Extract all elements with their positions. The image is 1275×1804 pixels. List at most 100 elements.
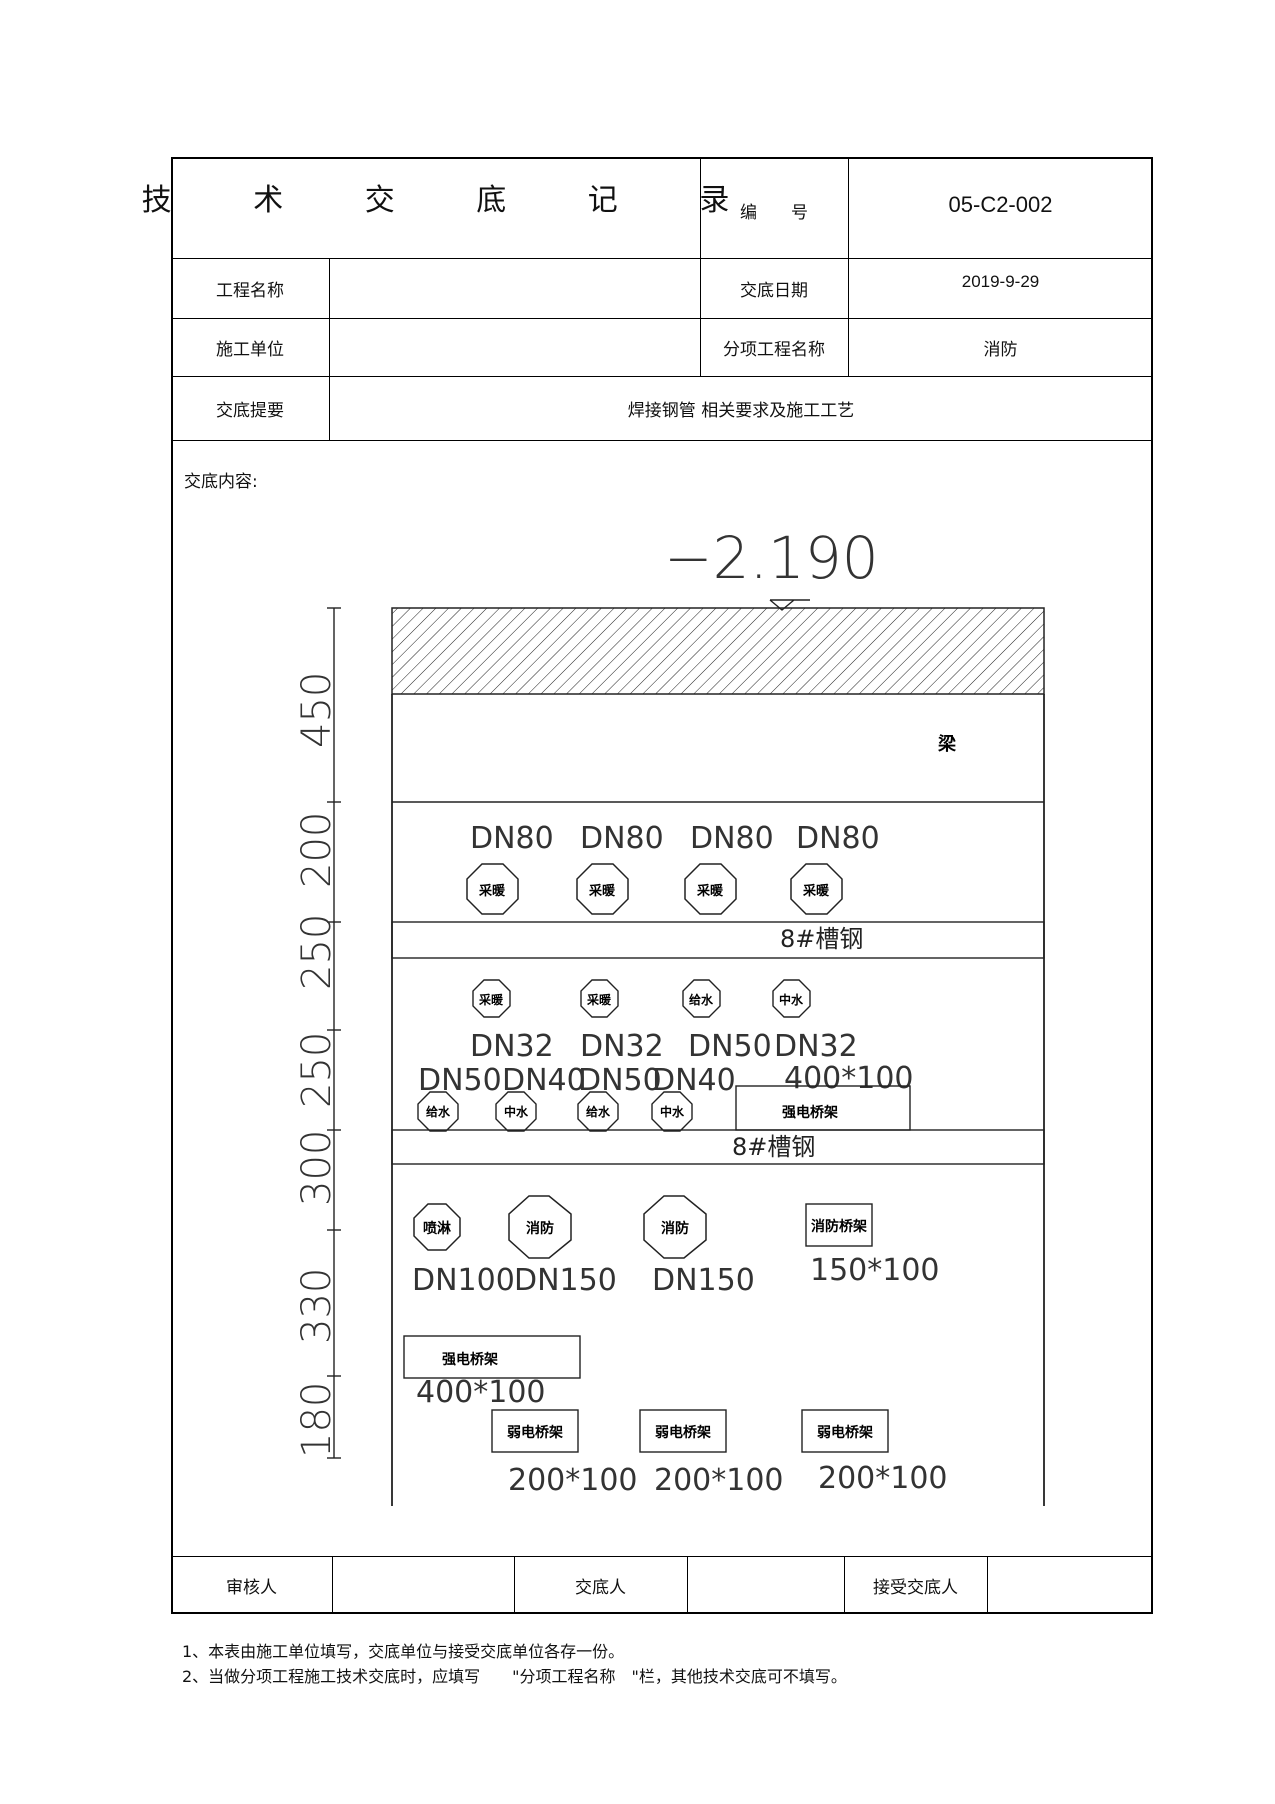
tray-label: 弱电桥架 [655,1424,711,1441]
cable-tray [403,1335,581,1379]
tray-size: 200*100 [508,1463,638,1498]
tray-label: 弱电桥架 [507,1424,563,1441]
tray-size: 400*100 [416,1375,546,1410]
channel-steel-upper [391,921,1045,959]
pipe-label: 消防 [526,1220,554,1237]
pipe-octagon [417,1091,459,1132]
pipe-size: DN80 [580,821,664,856]
row-divider [171,1556,1153,1557]
pipe-label: 消防 [661,1220,689,1237]
col-divider [514,1556,515,1614]
pipe-size: DN32 [580,1029,664,1064]
pipe-label: 给水 [586,1104,611,1119]
content-label: 交底内容: [184,471,258,492]
number-label: 编 号 [740,202,808,223]
dimension-label: 450 [294,672,340,748]
pipe-octagon [576,863,629,915]
pipe-octagon [580,979,619,1018]
dimension-label: 250 [294,1032,340,1108]
pipe-size: DN40 [652,1063,736,1098]
form-title: 技 术 交 底 记 录 [141,183,766,218]
tray-label: 弱电桥架 [817,1424,873,1441]
pipe-size: DN50 [688,1029,772,1064]
floor-slab [391,607,1045,695]
pipe-size: DN150 [514,1263,617,1298]
pipe-label: 采暖 [478,992,504,1007]
pipe-size: DN100 [412,1263,515,1298]
row-divider [171,376,1153,377]
pipe-octagon [684,863,737,915]
subitem-value: 消防 [983,339,1018,360]
pipe-size: DN50 [418,1063,502,1098]
contractor-label: 施工单位 [216,339,284,360]
pipe-size: DN80 [470,821,554,856]
pipe-octagon [466,863,519,915]
presenter-label: 交底人 [575,1577,626,1598]
pipe-octagon [413,1203,461,1251]
number-value: 05-C2-002 [948,192,1053,217]
channel-steel-label-upper: 8#槽钢 [780,925,863,953]
tray-size: 150*100 [810,1253,940,1288]
pipe-label: 中水 [660,1104,685,1119]
receiver-label: 接受交底人 [873,1577,958,1598]
dimension-label: 250 [294,914,340,990]
subitem-label: 分项工程名称 [723,339,825,360]
col-divider [687,1556,688,1614]
dimension-label: 180 [294,1382,340,1458]
summary-label: 交底提要 [216,400,284,421]
tray-label: 消防桥架 [811,1218,867,1235]
pipe-label: 给水 [426,1104,451,1119]
row-divider [171,258,1153,259]
pipe-octagon [651,1091,693,1132]
pipe-octagon [472,979,511,1018]
cable-tray [491,1409,579,1453]
col-divider [700,157,701,376]
date-label: 交底日期 [740,280,808,301]
reviewer-label: 审核人 [226,1577,277,1598]
cable-tray [805,1203,873,1247]
pipe-label: 采暖 [696,883,724,899]
pipe-size: DN40 [502,1063,586,1098]
note-line: 2、当做分项工程施工技术交底时，应填写 "分项工程名称 "栏，其他技术交底可不填… [182,1667,847,1686]
col-divider [844,1556,845,1614]
pipe-octagon [508,1195,572,1259]
pipe-label: 采暖 [588,883,616,899]
pipe-label: 中水 [779,992,804,1007]
pipe-octagon [790,863,843,915]
cable-tray [639,1409,727,1453]
pipe-octagon [577,1091,619,1132]
pipe-label: 采暖 [802,883,830,899]
tray-size: 400*100 [784,1061,914,1096]
note-line: 1、本表由施工单位填写，交底单位与接受交底单位各存一份。 [182,1642,625,1661]
row-divider [171,440,1153,441]
row-divider [171,318,1153,319]
tray-size: 200*100 [654,1463,784,1498]
cable-tray [735,1085,911,1131]
elevation-label: −2.190 [664,524,879,592]
pipe-size: DN32 [774,1029,858,1064]
col-divider [987,1556,988,1614]
cable-tray [801,1409,889,1453]
tray-label: 强电桥架 [442,1351,498,1368]
summary-value: 焊接钢管 相关要求及施工工艺 [627,400,855,421]
channel-steel-label-lower: 8#槽钢 [732,1133,815,1161]
pipe-size: DN50 [578,1063,662,1098]
pipe-label: 采暖 [586,992,612,1007]
pipe-size: DN32 [470,1029,554,1064]
pipe-octagon [643,1195,707,1259]
date-value: 2019-9-29 [961,272,1040,291]
pipe-octagon [772,979,811,1018]
dimension-label: 300 [294,1130,340,1206]
pipe-label: 采暖 [478,883,506,899]
dimension-label: 330 [294,1268,340,1344]
pipe-octagon [682,979,721,1018]
project-name-label: 工程名称 [216,280,284,301]
pipe-size: DN150 [652,1263,755,1298]
col-divider [329,258,330,440]
pipe-label: 喷淋 [423,1220,451,1237]
dimension-label: 200 [294,812,340,888]
tray-label: 强电桥架 [782,1104,838,1121]
record-form [171,157,1153,1614]
pipe-label: 给水 [689,992,714,1007]
beam-label: 梁 [937,733,957,755]
